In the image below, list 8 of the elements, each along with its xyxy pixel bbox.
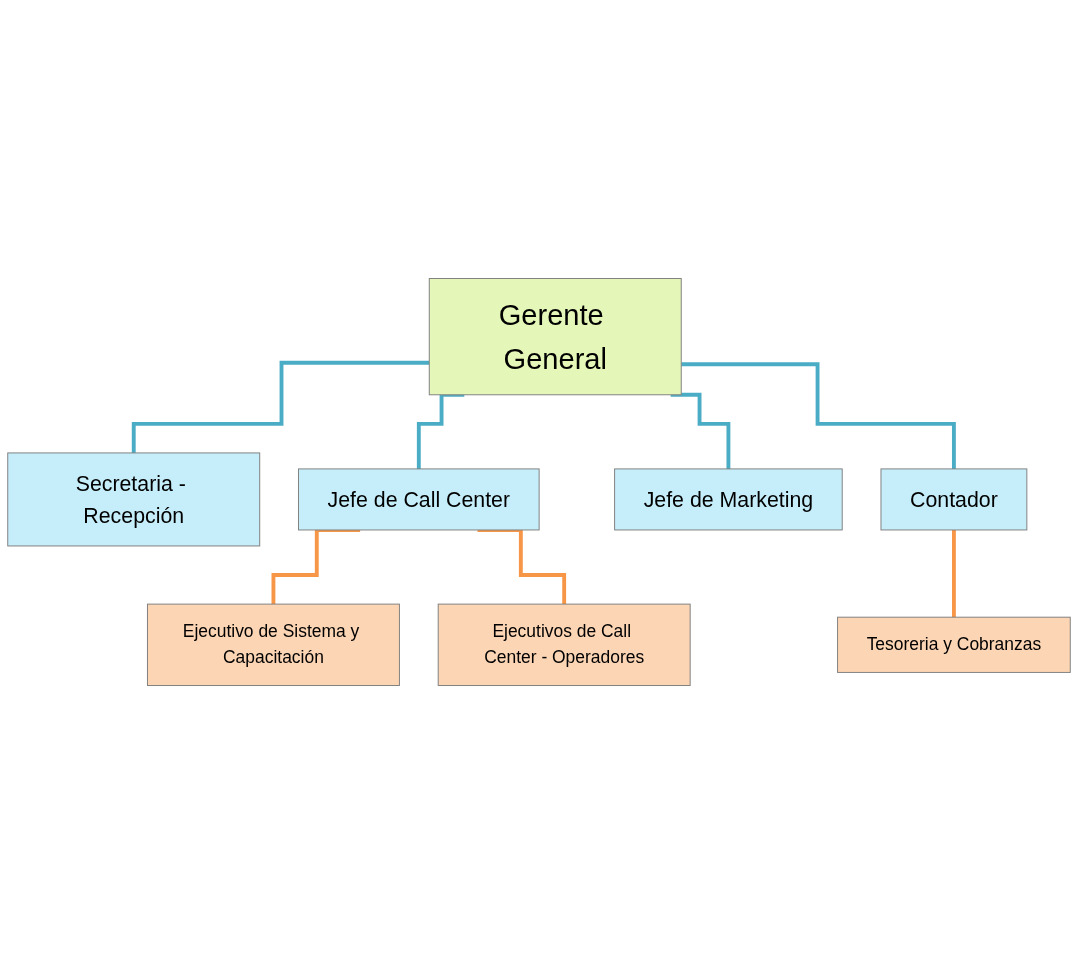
node-box: Ejecutivos de Call Center - Operadores	[437, 603, 691, 686]
node-box: Jefe de Marketing	[614, 467, 843, 530]
node-box: Jefe de Call Center	[298, 467, 540, 530]
node-box: Secretaria - Recepción	[7, 451, 261, 546]
node-box: Ejecutivo de Sistema y Capacitación	[146, 603, 400, 686]
node-box: Gerente General	[428, 277, 682, 395]
node-box: Tesoreria y Cobranzas	[837, 616, 1071, 673]
node-box: Contador	[880, 467, 1028, 530]
